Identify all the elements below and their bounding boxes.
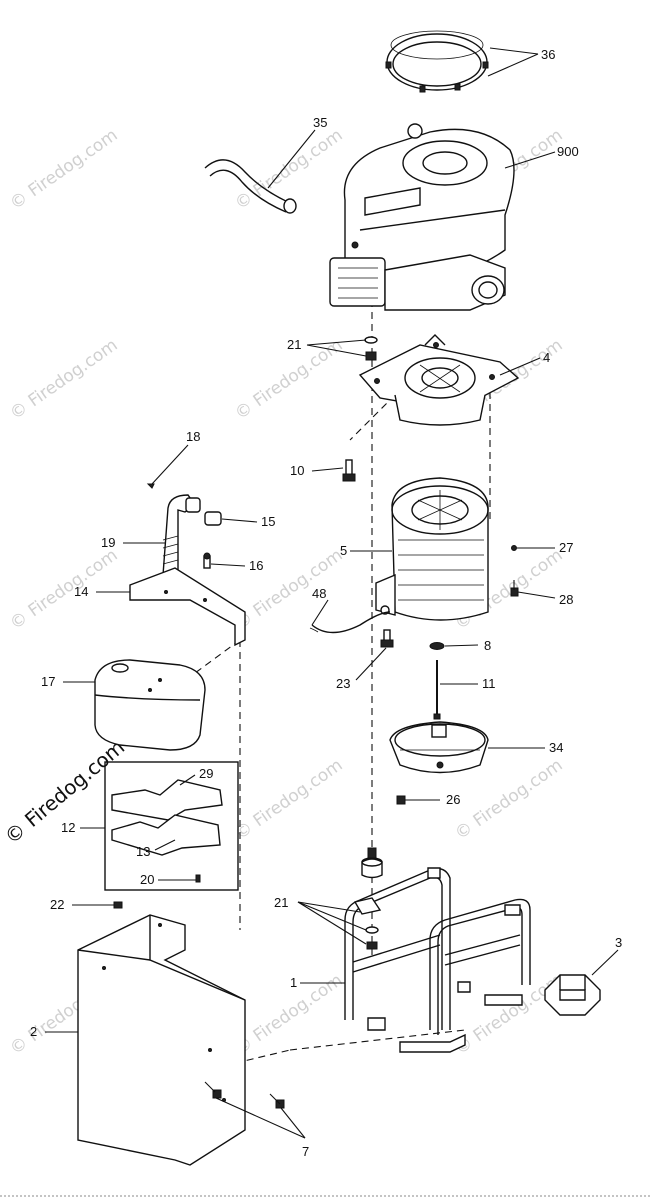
part-rod-11 [433,660,441,720]
part-engine-900 [329,123,515,311]
callout-20: 20 [140,872,154,887]
callout-13: 13 [136,844,150,859]
part-exhaust-assembly [129,483,246,647]
callout-1: 1 [290,975,297,990]
watermark-text: © Firedog.com [6,335,121,424]
callout-19: 19 [101,535,115,550]
callout-48: 48 [312,586,326,601]
callout-labels: 36 35 900 21 4 18 10 15 19 16 5 27 14 28… [30,47,622,1159]
part-adapter-4 [358,334,520,426]
callout-900: 900 [557,144,579,159]
callout-22: 22 [50,897,64,912]
watermark-text: © Firedog.com [6,545,121,634]
watermark-text: © Firedog.com [231,755,346,844]
part-stator-5 [375,477,489,621]
callout-23: 23 [336,676,350,691]
callout-4: 4 [543,350,550,365]
part-screws-7 [204,1081,285,1109]
callout-2: 2 [30,1024,37,1039]
callout-11: 11 [482,676,496,691]
part-endcover-34 [389,721,489,774]
part-screw-23 [380,629,394,648]
callout-5: 5 [340,543,347,558]
callout-14: 14 [74,584,88,599]
part-frame-1 [344,867,531,1053]
callout-36: 36 [541,47,555,62]
callout-27: 27 [559,540,573,555]
callout-10: 10 [290,463,304,478]
callout-21-top: 21 [287,337,301,352]
callout-16: 16 [249,558,263,573]
callout-15: 15 [261,514,275,529]
part-foot-3 [544,974,601,1016]
part-spacer-21-bottom [361,847,383,950]
part-screw-26 [396,795,406,805]
part-screw-22 [113,901,123,909]
part-kit-12-box [104,761,239,891]
callout-26: 26 [446,792,460,807]
callout-28: 28 [559,592,573,607]
callout-17: 17 [41,674,55,689]
part-bolt-10 [342,459,356,482]
watermark-text: © Firedog.com [6,125,121,214]
part-washer-8 [429,642,445,650]
part-muffler-17 [94,659,206,751]
callout-3: 3 [615,935,622,950]
callout-35: 35 [313,115,327,130]
part-heatshield-2 [77,914,246,1166]
callout-7: 7 [302,1144,309,1159]
callout-8: 8 [484,638,491,653]
part-hose-35 [204,159,297,214]
callout-21-bottom: 21 [274,895,288,910]
leader-lines [45,47,619,1139]
part-27-28-hardware [510,545,519,597]
callout-29: 29 [199,766,213,781]
part-nut-21-top [364,336,378,361]
callout-18: 18 [186,429,200,444]
part-ring-36 [385,30,489,93]
callout-34: 34 [549,740,563,755]
callout-12: 12 [61,820,75,835]
part-wire-48 [309,611,391,634]
